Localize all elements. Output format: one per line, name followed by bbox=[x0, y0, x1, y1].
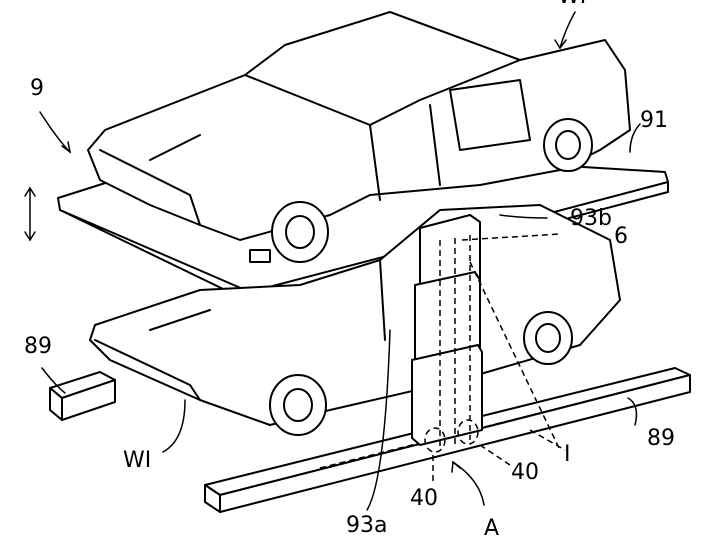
label-wheel-stop-right: 40 bbox=[511, 460, 539, 485]
label-upper-platform: 91 bbox=[640, 108, 668, 133]
leaders bbox=[24, 11, 641, 511]
label-rail-right: 89 bbox=[647, 426, 675, 451]
label-post-lower: 93a bbox=[346, 513, 388, 538]
label-wheel-stop-left: 40 bbox=[410, 486, 438, 511]
label-sensor: 6 bbox=[614, 224, 628, 249]
label-lower-vehicle: WI bbox=[123, 448, 152, 473]
lift-post bbox=[411, 214, 561, 453]
upper-car bbox=[87, 11, 631, 263]
label-rail-left: 89 bbox=[24, 334, 52, 359]
label-top-vehicle: WI bbox=[558, 0, 586, 8]
label-post-upper: 93b bbox=[570, 206, 612, 231]
lower-car bbox=[89, 204, 621, 436]
label-view-arrow: A bbox=[484, 516, 500, 541]
label-lift-device: 9 bbox=[30, 76, 44, 101]
label-beam: I bbox=[564, 442, 571, 467]
left-rail bbox=[49, 371, 116, 421]
